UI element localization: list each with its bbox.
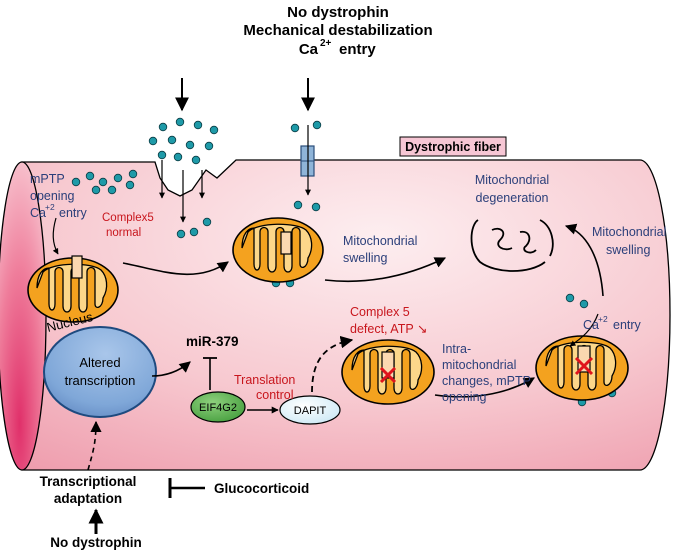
calcium-ion-dot [204,141,214,151]
calcium-ion-dot [71,177,81,187]
right-ca-base: Ca [583,318,599,332]
mir-379-label: miR-379 [186,334,239,349]
right-ca-entry: entry [613,318,642,332]
altered-transcription-line1: Altered [79,355,120,370]
calcium-ion-dot [167,135,177,145]
transcriptional-adaptation-line2: adaptation [54,491,122,506]
calcium-ion-dot [209,125,219,135]
mito-swelling-mid-line2: swelling [343,251,388,265]
eif4g2-label: EIF4G2 [199,402,237,414]
complex5-normal-line1: Complex5 [102,212,154,224]
translation-control-line1: Translation [234,373,295,387]
calcium-ion-dot [176,229,186,239]
intra-mito-line3: changes, mPTP [442,374,531,388]
defect-x-icon [574,356,594,376]
calcium-ion-dot [185,140,195,150]
calcium-ion-dot [565,293,575,303]
top-label-ca-superscript: 2+ [320,38,332,49]
mito-swelling-mid-line1: Mitochondrial [343,234,417,248]
bottom-no-dystrophin-label: No dystrophin [50,535,142,550]
top-label-ca-base: Ca [299,41,319,58]
calcium-ion-dot [293,200,303,210]
top-label-no-dystrophin: No dystrophin [287,4,389,21]
calcium-ion-dot [175,117,185,127]
complex5-defect-line1: Complex 5 [350,305,410,319]
dystrophic-fiber-label: Dystrophic fiber [399,136,507,157]
mito-degeneration-line2: degeneration [476,191,549,205]
calcium-ion-dot [290,123,300,133]
calcium-ion-dot [191,155,201,165]
svg-text:Dystrophic fiber: Dystrophic fiber [405,140,501,154]
calcium-ion-dot [173,152,183,162]
calcium-ion-dot [312,120,322,130]
calcium-ion-dot [125,180,135,190]
left-mptp-ca-superscript: +2 [45,202,55,212]
arrow-ca-entry-left [52,217,59,255]
atp-down-arrow-icon: ↘ [417,322,427,336]
transcriptional-adaptation-line1: Transcriptional [40,474,137,489]
calcium-ion-dot [91,185,101,195]
mito-degeneration-line1: Mitochondrial [475,173,549,187]
intra-mito-line4: opening [442,390,487,404]
left-mptp-line2: opening [30,189,75,203]
arrow-center-to-right-mito [434,377,535,398]
degenerated-mitochondrion [470,219,554,272]
calcium-ion-dot [158,122,168,132]
top-label-mechanical-destabilization: Mechanical destabilization [243,22,432,39]
calcium-ion-dot [189,227,199,237]
arrow-ca-entry-right [569,313,599,347]
mitochondrion-normal-left [27,255,119,323]
top-label-entry: entry [339,41,376,58]
calcium-ion-dot [579,299,589,309]
calcium-ion-dot [98,177,108,187]
left-mptp-ca: Ca [30,206,46,220]
calcium-ion-dot [193,120,203,130]
dapit-node [279,395,341,425]
complex5-normal-line2: normal [106,227,141,239]
calcium-ion-dot [148,136,158,146]
nucleus [43,326,157,418]
calcium-ion-dot [202,217,212,227]
mitochondrion-defect-center [341,339,435,405]
calcium-ion-dot [107,185,117,195]
dapit-label: DAPIT [294,405,327,417]
left-mptp-entry: entry [59,206,88,220]
translation-control-line2: control [256,388,294,402]
altered-transcription-line2: transcription [65,373,136,388]
eif4g2-node [190,391,246,423]
calcium-ion-dot [157,150,167,160]
arrow-left-to-middle-mito [122,261,229,276]
calcium-ion-dot [311,202,321,212]
arrow-to-degeneration [324,257,447,283]
calcium-ion-dot [85,171,95,181]
mitochondrion-defect-right [535,335,629,401]
dashed-arrow-adaptation-to-nucleus [87,420,102,471]
mito-swelling-right-line2: swelling [606,243,651,257]
right-ca-superscript: +2 [598,314,608,324]
arrow-nucleus-to-mir [151,361,191,377]
intra-mito-line2: mitochondrial [442,358,516,372]
calcium-ion-dot [113,173,123,183]
arrow-right-mito-to-degeneration [564,223,604,297]
dystrophic-fiber [0,159,671,471]
defect-x-icon [379,366,397,384]
mitochondrion-normal-middle [232,217,324,283]
glucocorticoid-label: Glucocorticoid [214,481,309,496]
intra-mito-line1: Intra- [442,342,471,356]
mito-swelling-right-line1: Mitochondrial [592,225,666,239]
complex5-defect-line2: defect, ATP [350,322,414,336]
dashed-arrow-dapit-to-mito [311,335,354,393]
calcium-ion-dot [128,169,138,179]
left-mptp-line1: mPTP [30,172,65,186]
